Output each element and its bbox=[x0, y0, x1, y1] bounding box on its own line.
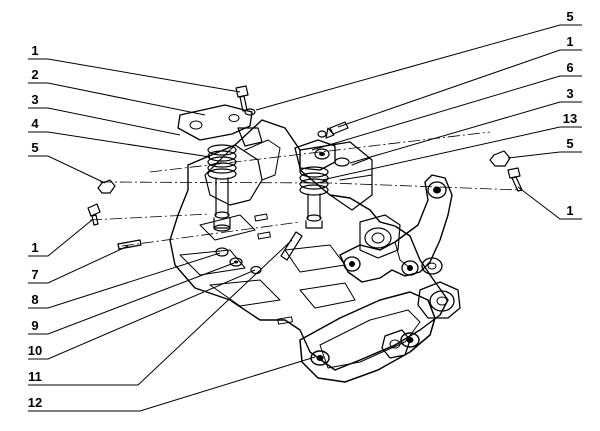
callout-label: 1 bbox=[566, 203, 573, 218]
callout-label: 2 bbox=[31, 67, 38, 82]
axis-lines bbox=[89, 131, 521, 247]
callout-left-1b: 1 bbox=[28, 219, 93, 257]
callout-label: 1 bbox=[31, 240, 38, 255]
spring-coils bbox=[299, 166, 329, 196]
callout-left-8: 8 bbox=[28, 252, 221, 309]
callout-label: 12 bbox=[28, 395, 42, 410]
front-cover bbox=[299, 291, 436, 383]
callout-right-1: 1 bbox=[337, 34, 582, 128]
pump-housing bbox=[169, 119, 449, 371]
fasteners bbox=[87, 85, 523, 275]
callout-label: 1 bbox=[566, 34, 573, 49]
callout-label: 3 bbox=[31, 92, 38, 107]
callout-label: 9 bbox=[31, 318, 38, 333]
callout-label: 6 bbox=[566, 60, 573, 75]
callout-left-4: 4 bbox=[28, 116, 211, 158]
washer-icon bbox=[215, 247, 229, 257]
bolt-icon bbox=[87, 203, 101, 226]
left-spring-assembly bbox=[177, 104, 263, 232]
callout-right-1b: 1 bbox=[517, 186, 582, 220]
washer-icon bbox=[317, 130, 327, 138]
callout-label: 1 bbox=[31, 43, 38, 58]
callout-right-5: 5 bbox=[255, 9, 582, 111]
pin-icon bbox=[117, 239, 142, 250]
callout-left-2: 2 bbox=[28, 67, 206, 116]
bolt-icon bbox=[235, 85, 249, 112]
callout-label: 8 bbox=[31, 292, 38, 307]
washer-icon bbox=[334, 157, 350, 167]
callout-label: 7 bbox=[31, 267, 38, 282]
callout-left-1: 1 bbox=[28, 43, 241, 93]
callout-right-6: 6 bbox=[311, 60, 582, 151]
callout-label: 5 bbox=[31, 140, 38, 155]
callout-left-11: 11 bbox=[28, 239, 293, 386]
callout-left-3: 3 bbox=[28, 92, 181, 136]
callout-right-3: 3 bbox=[349, 86, 582, 164]
right-spring-assembly bbox=[280, 139, 336, 261]
left-callouts: 1 2 3 4 5 1 7 8 bbox=[28, 43, 316, 412]
callout-label: 13 bbox=[563, 111, 577, 126]
callout-left-7: 7 bbox=[28, 245, 129, 284]
callout-label: 5 bbox=[566, 9, 573, 24]
callout-left-10: 10 bbox=[28, 269, 256, 360]
callout-left-5: 5 bbox=[28, 140, 106, 184]
callout-left-9: 9 bbox=[28, 262, 235, 335]
washer-icon bbox=[244, 108, 256, 116]
bolt-icon bbox=[325, 121, 349, 139]
bolt-icon bbox=[507, 167, 523, 192]
right-callouts: 5 1 6 3 13 5 1 bbox=[255, 9, 582, 220]
washer-icon bbox=[229, 257, 243, 267]
callout-label: 10 bbox=[28, 343, 42, 358]
callout-label: 5 bbox=[566, 136, 573, 151]
callout-label: 4 bbox=[31, 116, 39, 131]
callout-label: 3 bbox=[566, 86, 573, 101]
nut-icon bbox=[97, 179, 116, 194]
arm-bracket bbox=[339, 174, 461, 319]
callout-right-13: 13 bbox=[321, 111, 582, 181]
spring-coils bbox=[207, 144, 237, 180]
callout-right-5b: 5 bbox=[507, 136, 582, 159]
seal-icon bbox=[250, 265, 262, 275]
nut-icon bbox=[489, 150, 511, 167]
callout-label: 11 bbox=[28, 369, 42, 384]
callout-left-12: 12 bbox=[28, 356, 316, 412]
